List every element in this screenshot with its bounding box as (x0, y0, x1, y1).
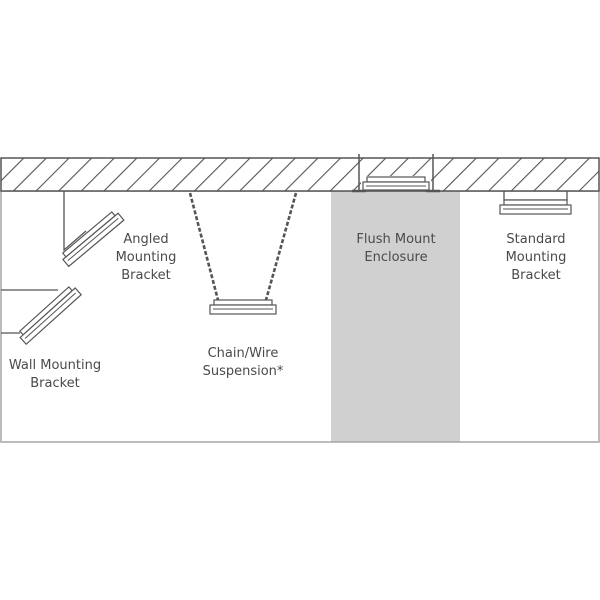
label-flush-mount-enclosure: Flush Mount Enclosure (346, 231, 446, 267)
label-line: Wall Mounting (8, 358, 102, 373)
label-line: Bracket (30, 376, 80, 391)
label-line: Mounting (115, 250, 177, 265)
ceiling (0, 157, 600, 192)
label-line: Bracket (121, 268, 171, 283)
flush-mount-fixture (352, 154, 440, 193)
label-line: Chain/Wire (207, 346, 279, 361)
wall-mount-fixture (1, 286, 83, 346)
label-chain-wire-suspension: Chain/Wire Suspension* (195, 345, 291, 381)
standard-mount-fixture (499, 191, 572, 215)
label-line: Flush Mount (356, 232, 436, 247)
chain-suspension-fixture (188, 192, 298, 315)
flush-mount-area (331, 191, 460, 442)
angled-mount-fixture (61, 191, 125, 268)
label-standard-mounting-bracket: Standard Mounting Bracket (496, 231, 576, 285)
label-line: Suspension* (202, 364, 284, 379)
label-line: Enclosure (364, 250, 428, 265)
label-wall-mounting-bracket: Wall Mounting Bracket (0, 357, 110, 393)
room-outline (0, 190, 600, 443)
label-angled-mounting-bracket: Angled Mounting Bracket (108, 231, 184, 285)
label-line: Bracket (511, 268, 561, 283)
label-line: Mounting (505, 250, 567, 265)
label-line: Angled (123, 232, 169, 247)
label-line: Standard (506, 232, 566, 247)
